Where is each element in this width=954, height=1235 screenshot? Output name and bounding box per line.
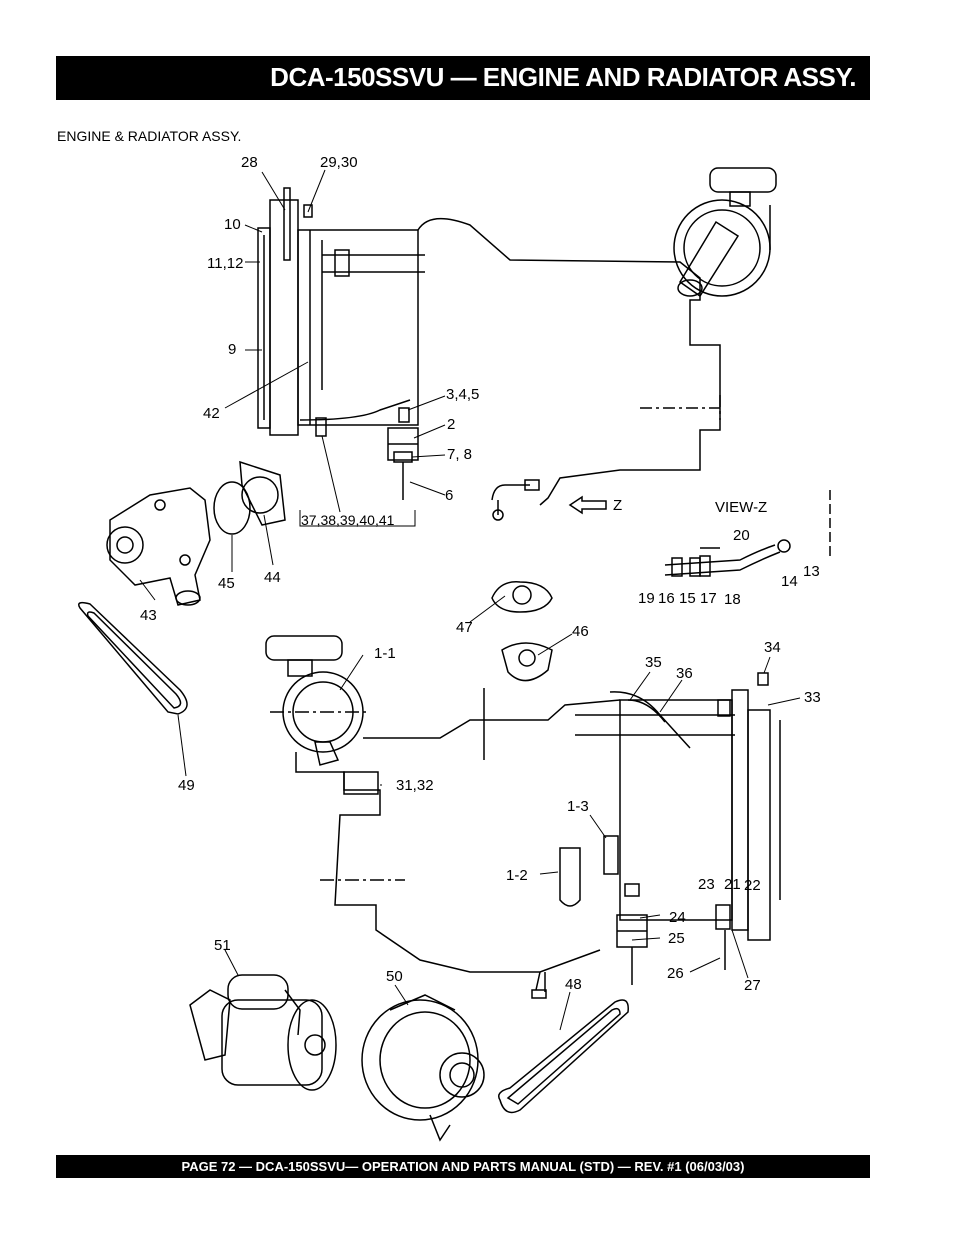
page-header: DCA-150SSVU — ENGINE AND RADIATOR ASSY.	[56, 56, 870, 100]
callout-33: 33	[804, 689, 821, 706]
callout-28: 28	[241, 154, 258, 171]
callout-48: 48	[565, 976, 582, 993]
callout-47: 47	[456, 619, 473, 636]
callout-21: 21	[724, 876, 741, 893]
thermostat-group	[491, 581, 553, 682]
callout-7-8: 7, 8	[447, 446, 472, 463]
leader-lines	[139, 169, 801, 1031]
callout-20: 20	[733, 527, 750, 544]
callout-29-30: 29,30	[320, 154, 358, 171]
callout-19: 19	[638, 590, 655, 607]
callout-14: 14	[781, 573, 798, 590]
alternator	[361, 994, 485, 1142]
callout-25: 25	[668, 930, 685, 947]
starter-motor	[189, 974, 337, 1091]
belt-49	[78, 601, 188, 715]
view-z-detail	[664, 490, 831, 577]
callout-51: 51	[214, 937, 231, 954]
section-title: ENGINE & RADIATOR ASSY.	[57, 128, 242, 144]
callout-11-12: 11,12	[207, 255, 243, 272]
callout-27: 27	[744, 977, 761, 994]
callout-50: 50	[386, 968, 403, 985]
callout-37-41: 37,38,39,40,41	[301, 512, 395, 528]
callout-17: 17	[700, 590, 717, 607]
callout-2: 2	[447, 416, 455, 433]
callout-26: 26	[667, 965, 684, 982]
callout-36: 36	[676, 665, 693, 682]
footer-text: PAGE 72 — DCA-150SSVU— OPERATION AND PAR…	[181, 1159, 745, 1174]
upper-assembly	[257, 167, 777, 521]
callout-3-4-5: 3,4,5	[446, 386, 479, 403]
callout-49: 49	[178, 777, 195, 794]
callout-1-1: 1-1	[374, 645, 396, 662]
callout-16: 16	[658, 590, 675, 607]
callout-6: 6	[445, 487, 453, 504]
callout-31-32: 31,32	[396, 777, 434, 794]
callout-10: 10	[224, 216, 241, 233]
page-footer: PAGE 72 — DCA-150SSVU— OPERATION AND PAR…	[56, 1155, 870, 1178]
water-pump-group	[106, 460, 286, 606]
callout-45: 45	[218, 575, 235, 592]
callout-44: 44	[264, 569, 281, 586]
callout-43: 43	[140, 607, 157, 624]
callout-34: 34	[764, 639, 781, 656]
belt-48	[498, 999, 629, 1114]
callout-23: 23	[698, 876, 715, 893]
callout-15: 15	[679, 590, 696, 607]
callout-24: 24	[669, 909, 686, 926]
callout-35: 35	[645, 654, 662, 671]
callout-13: 13	[803, 563, 820, 580]
callout-z: Z	[613, 497, 622, 514]
callout-9: 9	[228, 341, 236, 358]
callout-18: 18	[724, 591, 741, 608]
lower-assembly	[265, 635, 781, 999]
callout-1-2: 1-2	[506, 867, 528, 884]
callout-22: 22	[744, 877, 761, 894]
callout-labels: 28 29,30 10 11,12 9 42 3,4,5 2 7, 8 6 37…	[140, 154, 821, 994]
view-z-label: VIEW-Z	[715, 499, 767, 516]
callout-46: 46	[572, 623, 589, 640]
callout-42: 42	[203, 405, 220, 422]
page-title: DCA-150SSVU — ENGINE AND RADIATOR ASSY.	[270, 62, 856, 92]
callout-1-3: 1-3	[567, 798, 589, 815]
